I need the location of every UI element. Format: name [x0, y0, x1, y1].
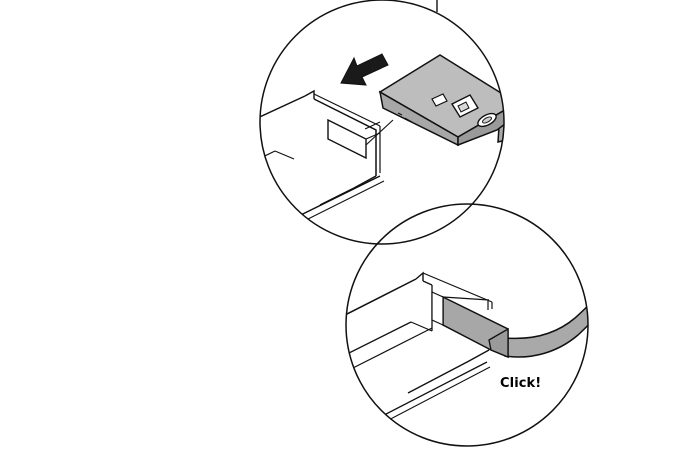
connector-socket-oval: [477, 112, 497, 128]
profile-slot: [327, 118, 367, 160]
power-cable-assembled: [504, 283, 588, 358]
connector-inserted: [431, 291, 509, 359]
detail-circle-step-2: Click!: [345, 203, 589, 447]
detail-circle-outline-1: [259, 0, 505, 245]
direction-arrow: [340, 53, 389, 86]
connector-pin-small: [431, 93, 448, 107]
profile-channel: [260, 89, 394, 243]
connector-block: [378, 54, 504, 147]
power-cable: [497, 101, 504, 143]
detail-circle-outline-2: [345, 203, 589, 447]
connector-socket-double: [451, 94, 479, 118]
detail-circle-step-1: [259, 0, 505, 245]
profile-channel-assembled: [346, 271, 493, 435]
click-caption: Click!: [500, 376, 541, 391]
